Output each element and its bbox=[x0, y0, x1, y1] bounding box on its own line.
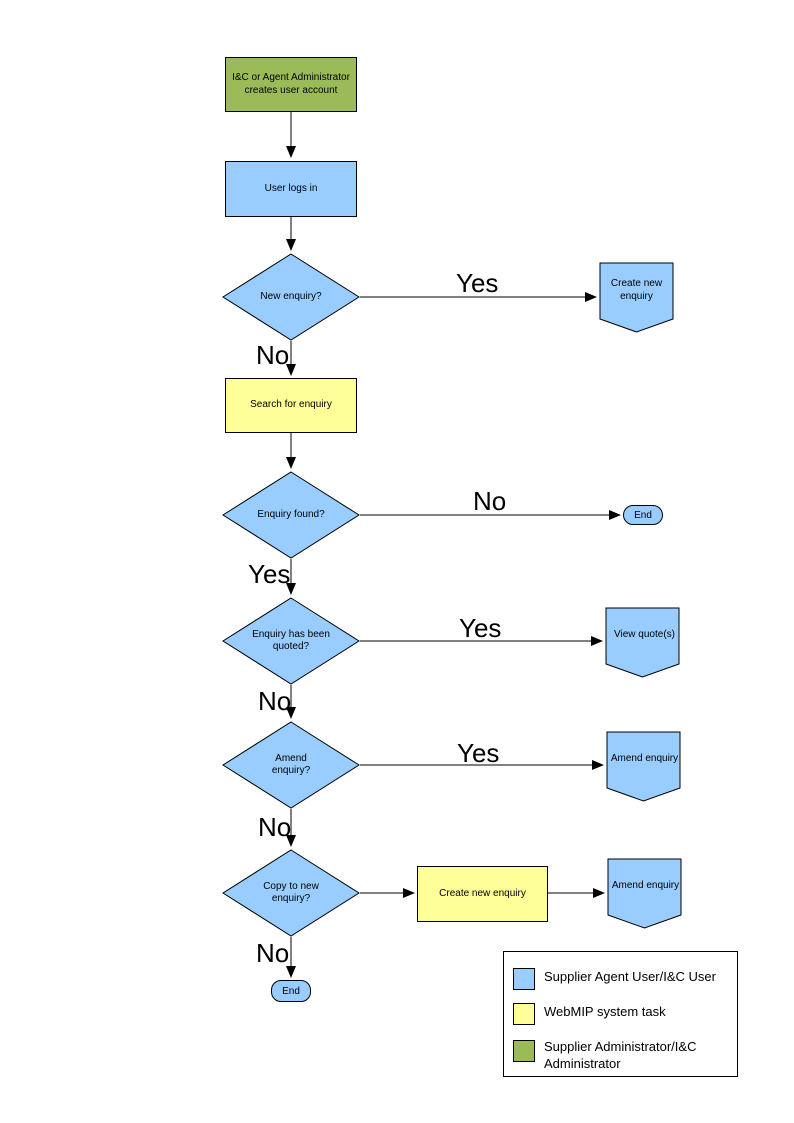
node-user-logs-in-label: User logs in bbox=[264, 182, 318, 194]
legend: Supplier Agent User/I&C User WebMIP syst… bbox=[503, 951, 738, 1077]
decision-enquiry-quoted-label: Enquiry has been quoted? bbox=[252, 628, 330, 653]
decision-copy-to-new-enquiry-label: Copy to new enquiry? bbox=[263, 880, 319, 905]
legend-label-supplier-administrator: Supplier Administrator/I&C Administrator bbox=[544, 1039, 697, 1071]
node-search-for-enquiry-label: Search for enquiry bbox=[250, 399, 332, 411]
diamond-shape bbox=[222, 721, 360, 809]
legend-item-webmip-system-task: WebMIP system task bbox=[504, 1001, 737, 1035]
node-create-new-enquiry: Create new enquiry bbox=[599, 262, 674, 333]
node-create-new-enquiry-2-label: Create new enquiry bbox=[439, 887, 526, 899]
edge-label-no-quoted: No bbox=[258, 686, 292, 716]
node-amend-enquiry-2: Amend enquiry bbox=[607, 858, 682, 929]
node-view-quotes: View quote(s) bbox=[605, 607, 680, 678]
decision-enquiry-quoted: Enquiry has been quoted? bbox=[222, 597, 360, 685]
node-create-user-account: I&C or Agent Administrator creates user … bbox=[225, 57, 357, 112]
node-create-new-enquiry-2: Create new enquiry bbox=[417, 866, 548, 922]
decision-amend-enquiry: Amend enquiry? bbox=[222, 721, 360, 809]
node-amend-enquiry-1: Amend enquiry bbox=[606, 731, 681, 802]
edge-label-yes-amend: Yes bbox=[457, 738, 500, 768]
legend-label-supplier-agent-user: Supplier Agent User/I&C User bbox=[544, 969, 716, 984]
decision-new-enquiry: New enquiry? bbox=[222, 253, 360, 341]
decision-enquiry-found: Enquiry found? bbox=[222, 471, 360, 559]
decision-enquiry-found-label: Enquiry found? bbox=[257, 508, 325, 520]
edge-label-no-amend: No bbox=[258, 812, 292, 842]
edge-label-yes-enquiry-found: Yes bbox=[248, 559, 291, 589]
node-search-for-enquiry: Search for enquiry bbox=[225, 378, 357, 433]
diamond-shape bbox=[222, 253, 360, 341]
pentagon-shape bbox=[606, 731, 681, 802]
edge-label-yes-quoted: Yes bbox=[459, 613, 502, 643]
legend-item-supplier-agent-user: Supplier Agent User/I&C User bbox=[504, 966, 737, 1000]
legend-swatch-blue bbox=[513, 968, 535, 990]
decision-copy-to-new-enquiry: Copy to new enquiry? bbox=[222, 849, 360, 937]
terminator-end-right-label: End bbox=[634, 509, 652, 521]
node-create-new-enquiry-label: Create new enquiry bbox=[610, 278, 663, 302]
pentagon-shape bbox=[605, 607, 680, 678]
legend-swatch-yellow bbox=[513, 1003, 535, 1025]
pentagon-shape bbox=[599, 262, 674, 333]
legend-swatch-green bbox=[513, 1040, 535, 1062]
terminator-end-bottom: End bbox=[271, 980, 311, 1002]
node-view-quotes-label: View quote(s) bbox=[614, 629, 675, 641]
node-user-logs-in: User logs in bbox=[225, 161, 357, 217]
edge-label-yes-new-enquiry: Yes bbox=[456, 268, 499, 298]
terminator-end-right: End bbox=[623, 505, 663, 525]
node-create-user-account-label: I&C or Agent Administrator creates user … bbox=[232, 72, 350, 96]
diamond-shape bbox=[222, 597, 360, 685]
decision-amend-enquiry-label: Amend enquiry? bbox=[271, 752, 311, 777]
decision-new-enquiry-label: New enquiry? bbox=[260, 290, 322, 302]
legend-label-webmip-system-task: WebMIP system task bbox=[544, 1004, 666, 1019]
diamond-shape bbox=[222, 471, 360, 559]
pentagon-shape bbox=[607, 858, 682, 929]
legend-item-supplier-administrator: Supplier Administrator/I&C Administrator bbox=[504, 1036, 737, 1076]
node-amend-enquiry-2-label: Amend enquiry bbox=[611, 880, 680, 892]
node-amend-enquiry-1-label: Amend enquiry bbox=[610, 753, 679, 765]
terminator-end-bottom-label: End bbox=[282, 985, 300, 997]
diamond-shape bbox=[222, 849, 360, 937]
edge-label-no-copy: No bbox=[256, 938, 290, 968]
edge-label-no-enquiry-found: No bbox=[473, 486, 507, 516]
edge-label-no-new-enquiry: No bbox=[256, 340, 290, 370]
